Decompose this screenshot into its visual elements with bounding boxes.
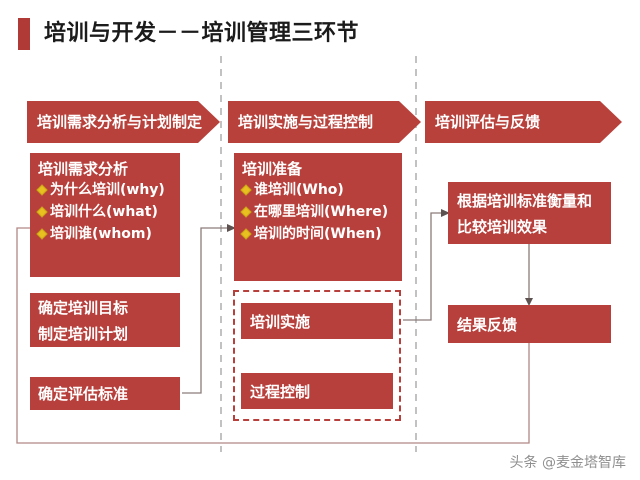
box-process-control[interactable]: 过程控制 — [241, 373, 393, 409]
bullet-item-whom: 培训谁(whom) — [36, 223, 180, 245]
phase-chevron-3-label: 培训评估与反馈 — [435, 112, 541, 131]
watermark: 头条 @麦金塔智库 — [509, 455, 626, 471]
box-training-preparation-title: 培训准备 — [242, 160, 303, 178]
box-result-feedback-line: 结果反馈 — [457, 316, 518, 334]
box-process-control-line: 过程控制 — [250, 383, 311, 401]
phase-chevron-1-label: 培训需求分析与计划制定 — [37, 112, 203, 131]
bullet-item-when: 培训的时间(When) — [240, 223, 402, 245]
col1-to-col2-path — [182, 227, 227, 394]
diamond-bullet-icon — [240, 206, 252, 218]
page-title: 培训与开发－－培训管理三环节 — [44, 21, 360, 46]
diamond-bullet-icon — [36, 228, 48, 240]
bullet-item-where: 在哪里培训(Where) — [240, 201, 402, 223]
diamond-bullet-icon — [36, 206, 48, 218]
title-accent-bar — [18, 18, 30, 50]
box-training-implementation-line: 培训实施 — [250, 313, 311, 331]
box-evaluation-standard-line: 确定评估标准 — [38, 385, 129, 403]
box-training-preparation[interactable]: 培训准备 谁培训(Who) 在哪里培训(Where) 培训的时间(When) — [234, 153, 402, 281]
bullet-item-what: 培训什么(what) — [36, 201, 180, 223]
phase-chevron-1[interactable]: 培训需求分析与计划制定 — [27, 101, 220, 143]
bullet-item-whom-label: 培训谁(whom) — [50, 226, 152, 242]
bullet-item-why: 为什么培训(why) — [36, 179, 180, 201]
bullet-item-what-label: 培训什么(what) — [50, 204, 158, 220]
diamond-bullet-icon — [36, 184, 48, 196]
diamond-bullet-icon — [240, 228, 252, 240]
box-measure-line-1: 根据培训标准衡量和 — [457, 192, 593, 210]
box-measure-line-2: 比较培训效果 — [457, 218, 548, 236]
col2-to-col3-path — [403, 212, 441, 321]
bullet-item-who: 谁培训(Who) — [240, 179, 402, 201]
phase-chevron-2-label: 培训实施与过程控制 — [238, 112, 374, 131]
box-training-goal-and-plan[interactable]: 确定培训目标 制定培训计划 — [30, 293, 180, 347]
box-result-feedback[interactable]: 结果反馈 — [448, 305, 611, 343]
bullet-item-when-label: 培训的时间(When) — [254, 226, 382, 242]
box-evaluation-standard[interactable]: 确定评估标准 — [30, 377, 180, 410]
bullet-item-why-label: 为什么培训(why) — [50, 182, 165, 198]
box-training-plan-line: 制定培训计划 — [38, 325, 129, 343]
box-measure-and-compare-effect[interactable]: 根据培训标准衡量和 比较培训效果 — [448, 182, 611, 244]
implementation-group-frame — [233, 290, 401, 421]
bullet-item-who-label: 谁培训(Who) — [254, 182, 344, 198]
box-training-implementation[interactable]: 培训实施 — [241, 303, 393, 339]
box-training-goal-line: 确定培训目标 — [38, 299, 129, 317]
box-training-need-analysis[interactable]: 培训需求分析 为什么培训(why) 培训什么(what) 培训谁(whom) — [30, 153, 180, 277]
phase-chevron-2[interactable]: 培训实施与过程控制 — [228, 101, 421, 143]
box-training-need-analysis-title: 培训需求分析 — [38, 160, 129, 178]
bullet-item-where-label: 在哪里培训(Where) — [254, 204, 389, 220]
phase-chevron-3[interactable]: 培训评估与反馈 — [425, 101, 622, 143]
diamond-bullet-icon — [240, 184, 252, 196]
